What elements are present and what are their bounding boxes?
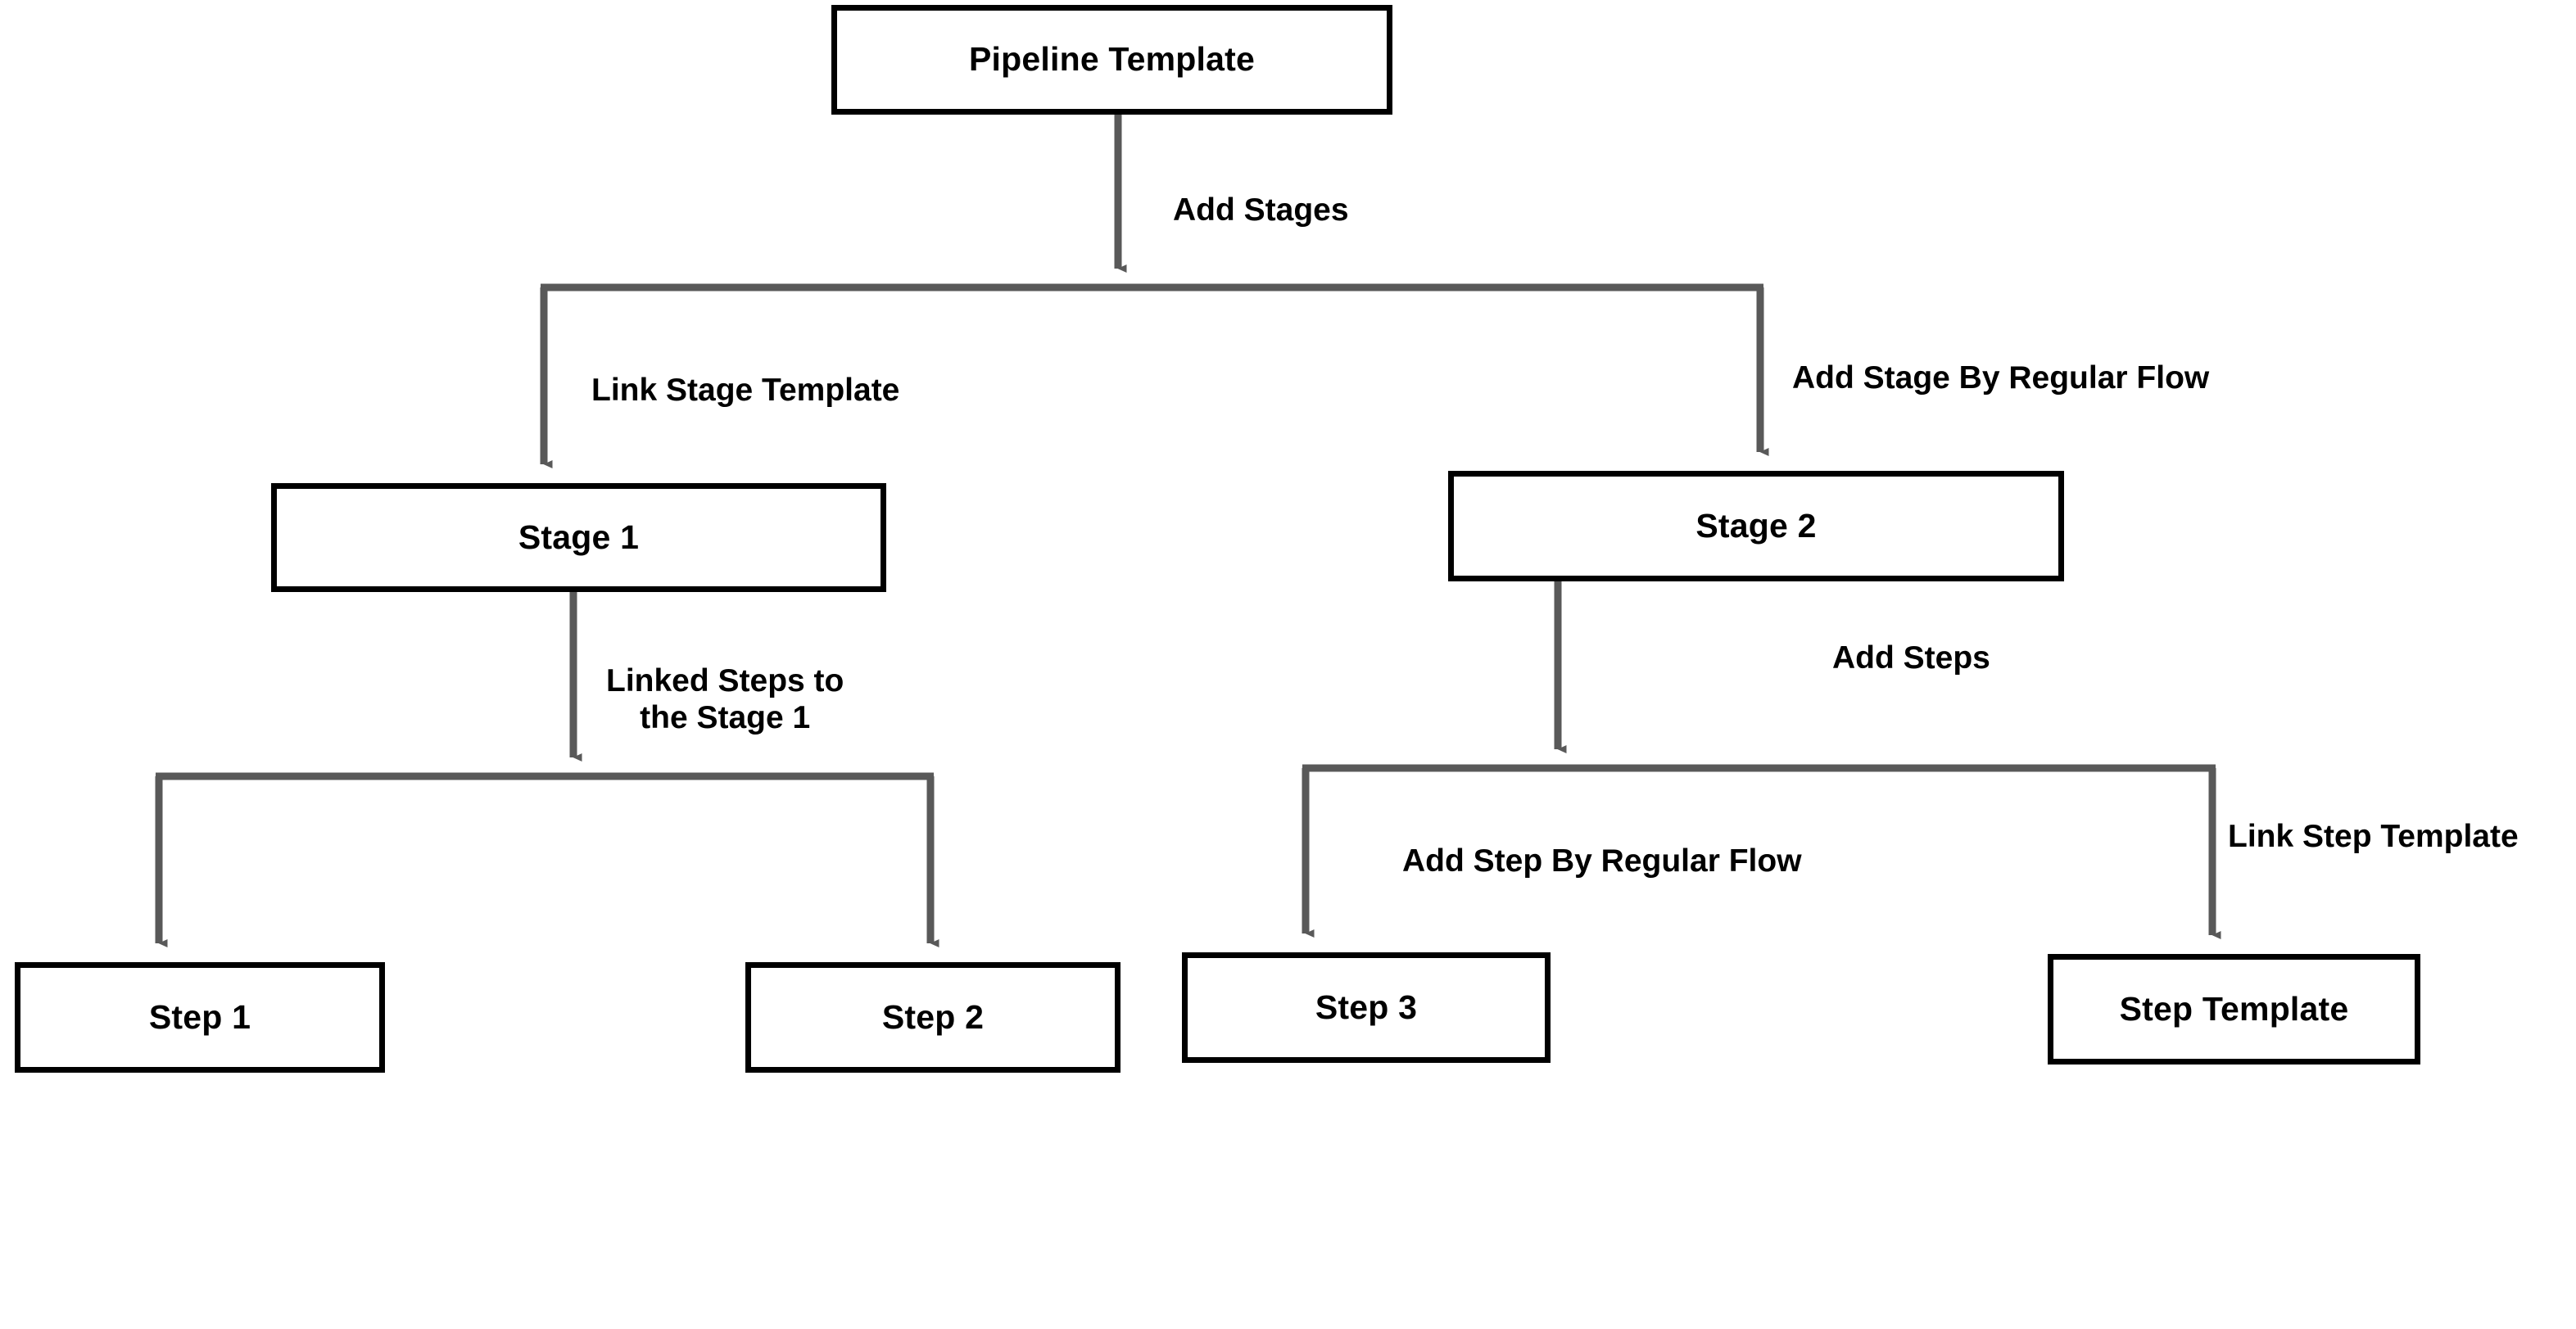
node-label-stage-2: Stage 2 bbox=[1695, 506, 1817, 545]
edge-label-add-steps: Add Steps bbox=[1832, 640, 1990, 676]
edge-label-link-stage-template: Link Stage Template bbox=[591, 373, 900, 408]
node-label-step-1: Step 1 bbox=[148, 997, 251, 1036]
split-bar-steps-right bbox=[1302, 764, 2221, 939]
node-label-step-3: Step 3 bbox=[1315, 988, 1418, 1026]
edge-label-add-stages: Add Stages bbox=[1173, 192, 1349, 228]
split-bar-stages bbox=[540, 283, 1769, 468]
node-stage-1[interactable]: Stage 1 bbox=[271, 483, 886, 592]
node-step-2[interactable]: Step 2 bbox=[745, 962, 1120, 1073]
split-bar-steps-left bbox=[155, 772, 939, 947]
node-pipeline-template[interactable]: Pipeline Template bbox=[831, 5, 1392, 115]
edge-label-link-step-template: Link Step Template bbox=[2228, 819, 2519, 854]
edge-label-add-step-by-regular-flow: Add Step By Regular Flow bbox=[1402, 843, 1802, 879]
node-step-3[interactable]: Step 3 bbox=[1182, 952, 1551, 1063]
node-label-pipeline-template: Pipeline Template bbox=[969, 40, 1255, 79]
node-label-stage-1: Stage 1 bbox=[518, 518, 640, 556]
node-stage-2[interactable]: Stage 2 bbox=[1448, 471, 2064, 581]
edge-label-linked-steps-to-the-stage-1: Linked Steps to the Stage 1 bbox=[606, 663, 844, 735]
node-step-template[interactable]: Step Template bbox=[2048, 954, 2420, 1065]
node-step-1[interactable]: Step 1 bbox=[15, 962, 385, 1073]
node-label-step-template: Step Template bbox=[2119, 989, 2349, 1028]
edge-label-add-stage-by-regular-flow: Add Stage By Regular Flow bbox=[1792, 360, 2210, 396]
node-label-step-2: Step 2 bbox=[881, 997, 985, 1036]
